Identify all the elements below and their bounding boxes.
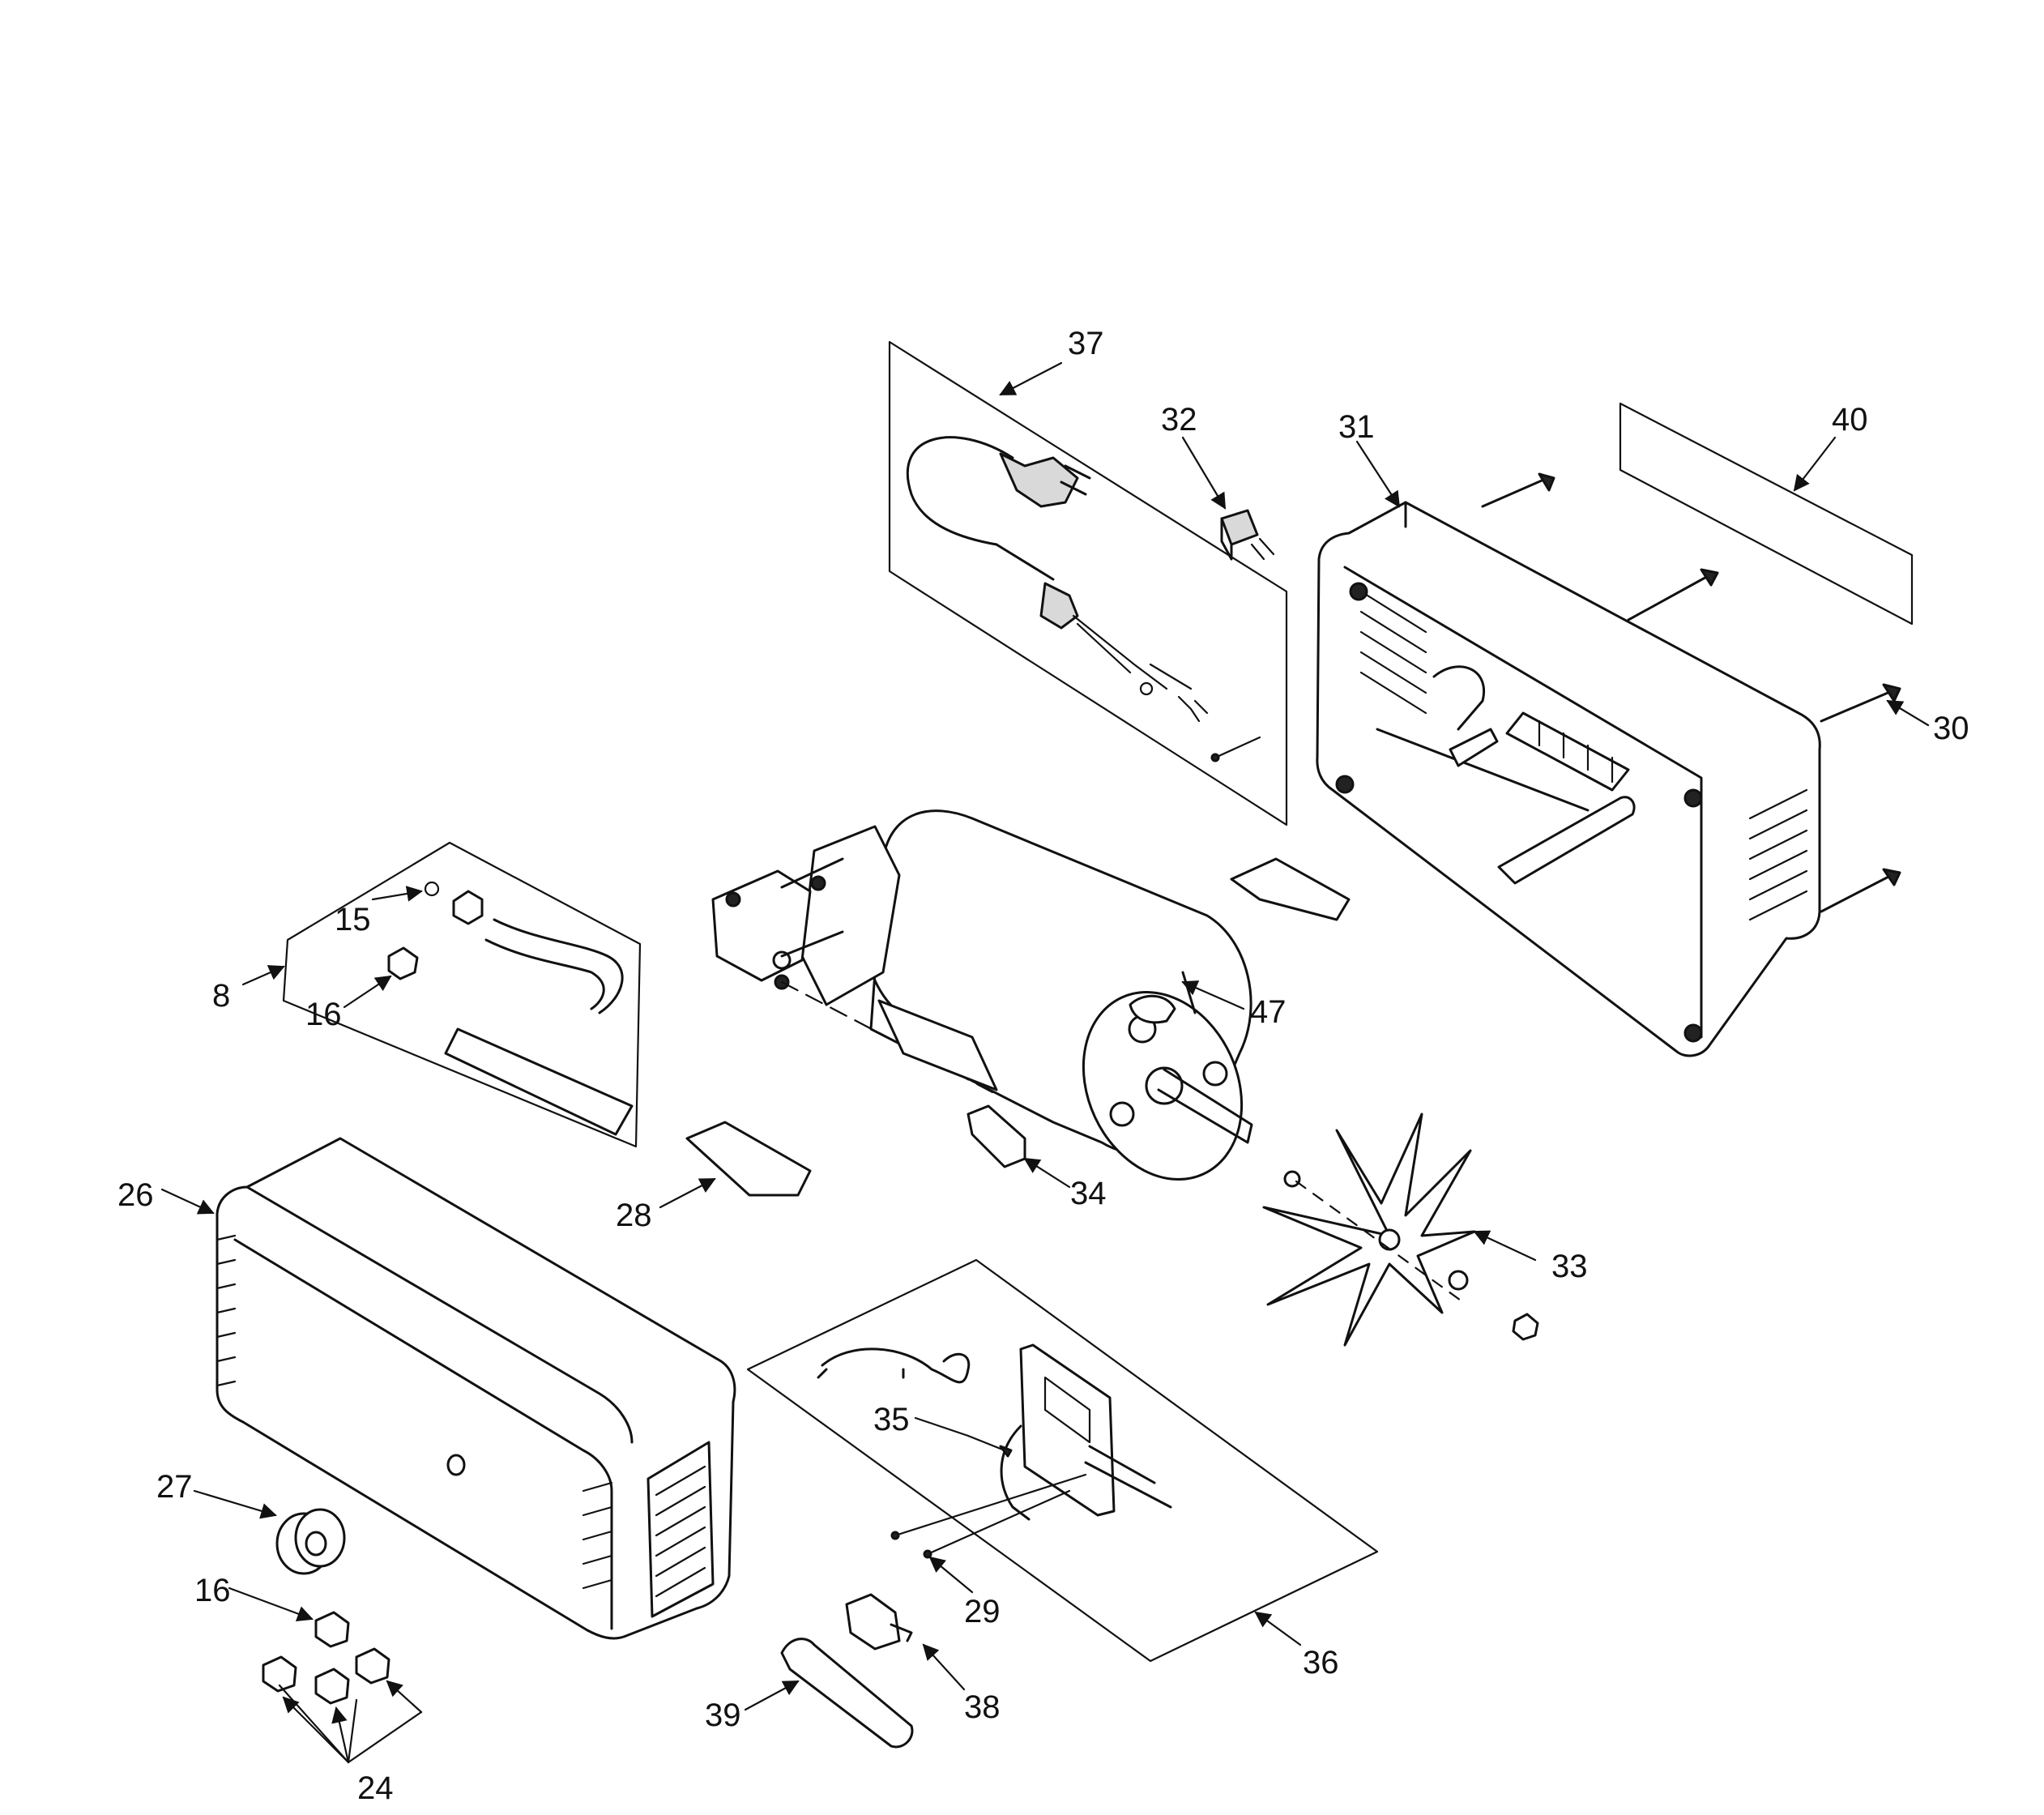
callout-32: 32 xyxy=(1161,402,1197,438)
mounting-pad-upper xyxy=(1230,857,1351,921)
callout-33: 33 xyxy=(1551,1249,1588,1284)
leader-lines xyxy=(160,361,1930,1764)
callout-24: 24 xyxy=(357,1770,394,1806)
housing-screws xyxy=(1481,472,1901,913)
callout-16-lower: 16 xyxy=(194,1573,231,1608)
callout-31: 31 xyxy=(1338,409,1375,445)
check-valve xyxy=(967,1104,1026,1168)
callout-47: 47 xyxy=(1250,994,1287,1030)
air-tube xyxy=(780,1638,914,1749)
pressure-switch xyxy=(845,1593,913,1651)
callout-16-upper: 16 xyxy=(305,997,342,1032)
power-cord-kit xyxy=(888,340,1288,826)
back-housing xyxy=(1316,501,1821,1057)
hose-kit xyxy=(282,841,642,1148)
callout-28: 28 xyxy=(616,1198,652,1233)
callout-38: 38 xyxy=(964,1689,1001,1725)
rocker-switch xyxy=(1220,509,1275,561)
callout-40: 40 xyxy=(1832,402,1868,438)
callout-27: 27 xyxy=(156,1469,193,1505)
callout-37: 37 xyxy=(1068,326,1104,361)
warning-label xyxy=(1619,402,1914,626)
callout-30: 30 xyxy=(1933,711,1969,746)
callout-39: 39 xyxy=(705,1698,741,1733)
cooling-fan xyxy=(1262,1112,1539,1347)
callout-8: 8 xyxy=(212,978,230,1014)
callout-34: 34 xyxy=(1070,1176,1107,1211)
pressure-knob xyxy=(275,1508,346,1575)
fitting-caps xyxy=(262,1611,390,1705)
callout-labels: 37 32 31 40 30 47 33 34 28 26 15 16 8 27… xyxy=(117,326,1969,1806)
callout-29: 29 xyxy=(964,1594,1001,1629)
callout-36: 36 xyxy=(1303,1645,1339,1680)
callout-26: 26 xyxy=(117,1177,154,1213)
motor-pump-assembly xyxy=(711,809,1253,1181)
callout-15: 15 xyxy=(335,902,371,937)
callout-35: 35 xyxy=(873,1402,910,1437)
control-board-kit xyxy=(746,1258,1379,1663)
front-housing xyxy=(215,1137,736,1640)
mounting-pad xyxy=(685,1121,812,1197)
